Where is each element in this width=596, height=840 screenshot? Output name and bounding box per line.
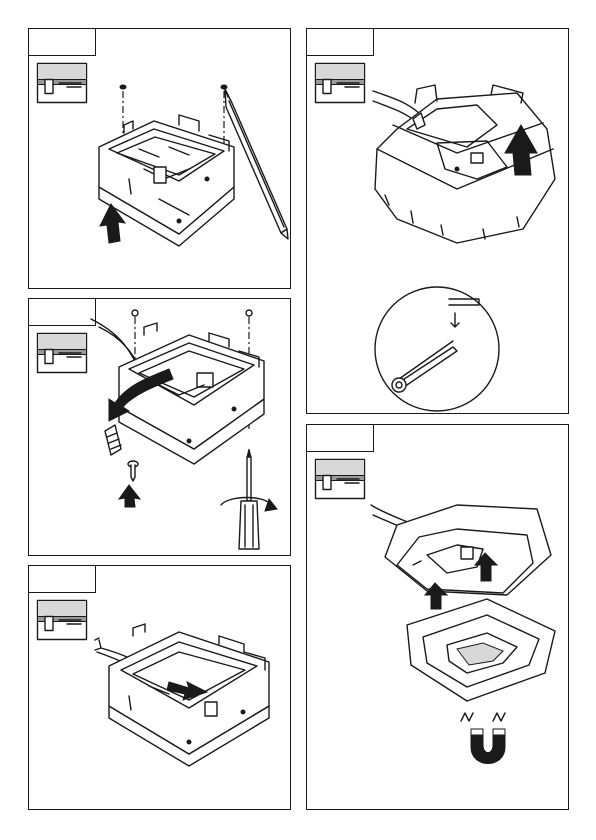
sensor-housing: [385, 505, 551, 595]
step-panel-5: [306, 424, 569, 810]
step-panel-3: [28, 565, 291, 810]
arrow-up-icon: [119, 485, 140, 507]
step-panel-2: [28, 298, 291, 556]
screwdriver-icon: [239, 449, 259, 549]
magnet-icon: [461, 713, 505, 764]
cable-icon: [373, 91, 419, 121]
tweezers-detail: [375, 287, 499, 411]
mounting-box: [99, 115, 234, 246]
sensor-cover: [407, 599, 555, 701]
step-panel-4: [306, 28, 569, 414]
step-panel-1: [28, 28, 291, 289]
connector: [105, 425, 121, 455]
screw-icon: [128, 461, 138, 481]
